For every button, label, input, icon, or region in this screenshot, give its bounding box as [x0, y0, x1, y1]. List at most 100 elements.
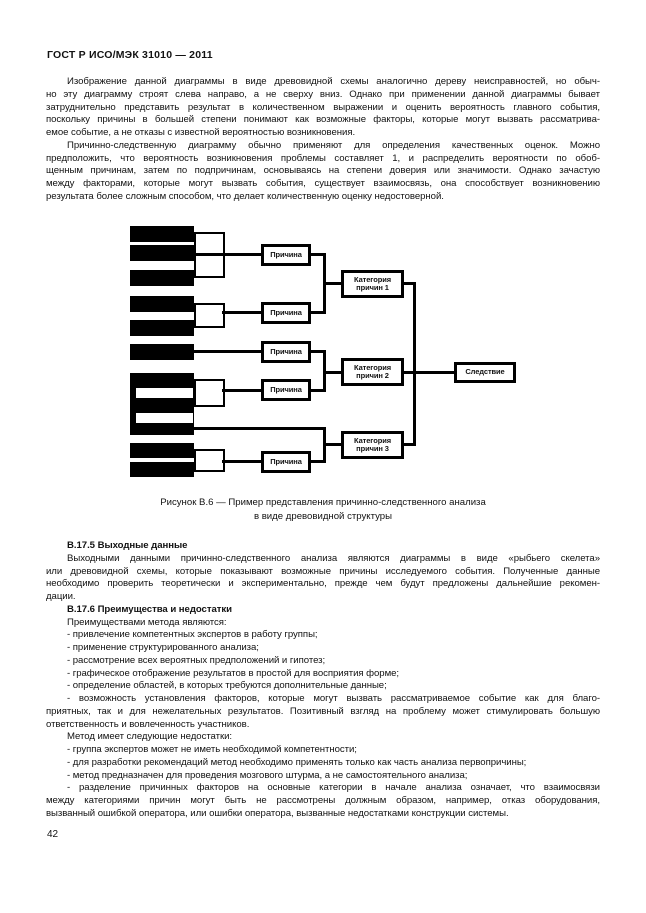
category-box-1: Категория причин 1 — [341, 270, 404, 298]
text-line: затруднительно представить результат в к… — [46, 101, 600, 113]
section-heading-outputs: В.17.5 Выходные данные — [67, 540, 188, 551]
list-item: - группа экспертов может не иметь необхо… — [46, 744, 600, 757]
list-item: - применение структурированного анализа; — [46, 642, 600, 655]
connector-line — [323, 253, 326, 314]
group-bracket — [194, 449, 225, 472]
cause-box-label: Причина — [270, 346, 302, 356]
connector-line — [194, 350, 262, 353]
cause-box-label: Причина — [270, 249, 302, 259]
text-line: результата более сложным способом, что д… — [46, 190, 444, 202]
category-box-3: Категория причин 3 — [341, 431, 404, 459]
text-line: - рассмотрение всех вероятных предположе… — [67, 654, 326, 666]
category-box-label: Категория причин 3 — [354, 435, 391, 453]
connector-line — [404, 443, 416, 446]
text-line: необходимо проверить теоретически и эксп… — [46, 578, 600, 590]
category-box-2: Категория причин 2 — [341, 358, 404, 386]
connector-line — [326, 443, 341, 446]
text-line: Причинно-следственную диаграмму обычно п… — [67, 139, 600, 151]
text-line: - привлечение компетентных экспертов в р… — [67, 629, 318, 641]
effect-box: Следствие — [454, 362, 516, 383]
text-line: емое событие, а не отказы с известной ве… — [46, 127, 356, 138]
group-bracket — [194, 379, 225, 407]
text-line: Изображение данной диаграммы в виде древ… — [67, 76, 600, 87]
connector-line — [194, 253, 262, 256]
paragraph: Выходными данными причинно-следственного… — [46, 553, 600, 604]
list-item: - для разработки рекомендаций метод необ… — [46, 757, 600, 770]
text-line: Выходными данными причинно-следственного… — [67, 552, 600, 564]
list-item: - рассмотрение всех вероятных предположе… — [46, 655, 600, 668]
sections-text: В.17.5 Выходные данные Выходными данными… — [46, 540, 600, 821]
text-line: - группа экспертов может не иметь необхо… — [67, 744, 357, 755]
connector-line — [310, 311, 326, 314]
text-line: - разделение причинных факторов на основ… — [67, 782, 600, 794]
subcause-block — [130, 373, 194, 435]
cause-box-label: Причина — [270, 307, 302, 317]
list-item: - метод предназначен для проведения мозг… — [46, 770, 600, 783]
connector-line — [222, 311, 262, 314]
connector-line — [310, 350, 326, 353]
subcause-block-gap — [136, 388, 193, 398]
document-title: ГОСТ Р ИСО/МЭК 31010 — 2011 — [47, 49, 213, 61]
subcause-bar — [130, 270, 194, 286]
cause-box: Причина — [261, 302, 311, 324]
connector-line — [310, 460, 326, 463]
intro-text: Изображение данной диаграммы в виде древ… — [46, 76, 600, 204]
category-box-label: Категория причин 1 — [354, 274, 391, 292]
paragraph: Причинно-следственную диаграмму обычно п… — [46, 140, 600, 204]
subcause-bar — [130, 296, 194, 312]
connector-line — [323, 350, 326, 392]
subcause-bar — [130, 226, 194, 242]
list-item: - графическое отображение результатов в … — [46, 668, 600, 681]
cause-box: Причина — [261, 379, 311, 401]
group-bracket — [194, 303, 225, 328]
connector-line — [194, 427, 326, 430]
text-line: поскольку причины в большей степени пони… — [46, 114, 600, 126]
figure-caption: Рисунок В.6 — Пример представления причи… — [0, 496, 646, 523]
connector-line — [310, 389, 326, 392]
text-line: - для разработки рекомендаций метод необ… — [67, 756, 527, 768]
cause-box: Причина — [261, 244, 311, 266]
text-line: - метод предназначен для проведения мозг… — [67, 769, 468, 781]
connector-line — [323, 427, 326, 463]
section-heading-pros-cons: В.17.6 Преимущества и недостатки — [67, 603, 233, 615]
text-line: щенным причинам, затем по подпричинам, о… — [46, 165, 600, 177]
cause-box: Причина — [261, 451, 311, 473]
connector-line — [413, 282, 416, 446]
text-line: дации. — [46, 591, 76, 602]
figure-caption-line2: в виде древовидной структуры — [253, 510, 393, 522]
connector-line — [310, 253, 326, 256]
text-line: вызванный ошибкой оператора, или ошибки … — [46, 807, 509, 819]
list-item: - определение областей, в которых требую… — [46, 680, 600, 693]
list-item: - возможность установления факторов, кот… — [46, 693, 600, 731]
subcause-bar — [130, 344, 194, 360]
connector-line — [326, 282, 341, 285]
connector-line — [404, 282, 416, 285]
cause-box-label: Причина — [270, 456, 302, 466]
text-line: между категориями причин могут быть не р… — [46, 795, 600, 806]
subcause-bar — [130, 245, 194, 261]
connector-line — [404, 371, 416, 374]
cause-box-label: Причина — [270, 384, 302, 394]
subcause-block-gap — [136, 413, 193, 423]
cause-box: Причина — [261, 341, 311, 363]
text-line: приятных, так и для нежелательных резуль… — [46, 705, 600, 717]
text-line: - определение областей, в которых требую… — [67, 680, 387, 692]
subcause-bar — [130, 443, 194, 458]
text-line: предположить, что вероятность возникнове… — [46, 152, 600, 164]
text-line: - возможность установления факторов, кот… — [67, 693, 600, 704]
connector-line — [326, 371, 341, 374]
text-line: или древовидной схемы, которые показываю… — [46, 565, 600, 577]
page-number: 42 — [47, 829, 59, 840]
text-line: ответственность и вовлеченность участник… — [46, 718, 250, 730]
text-line: - применение структурированного анализа; — [67, 642, 259, 653]
text-line: - графическое отображение результатов в … — [67, 667, 400, 679]
connector-line — [416, 371, 454, 374]
figure-caption-line1: Рисунок В.6 — Пример представления причи… — [160, 497, 486, 508]
paragraph: Преимуществами метода являются: — [46, 617, 600, 630]
text-line: Метод имеет следующие недостатки: — [67, 731, 233, 743]
paragraph: Изображение данной диаграммы в виде древ… — [46, 76, 600, 140]
subcause-bar — [130, 462, 194, 477]
list-item: - привлечение компетентных экспертов в р… — [46, 629, 600, 642]
paragraph: Метод имеет следующие недостатки: — [46, 731, 600, 744]
